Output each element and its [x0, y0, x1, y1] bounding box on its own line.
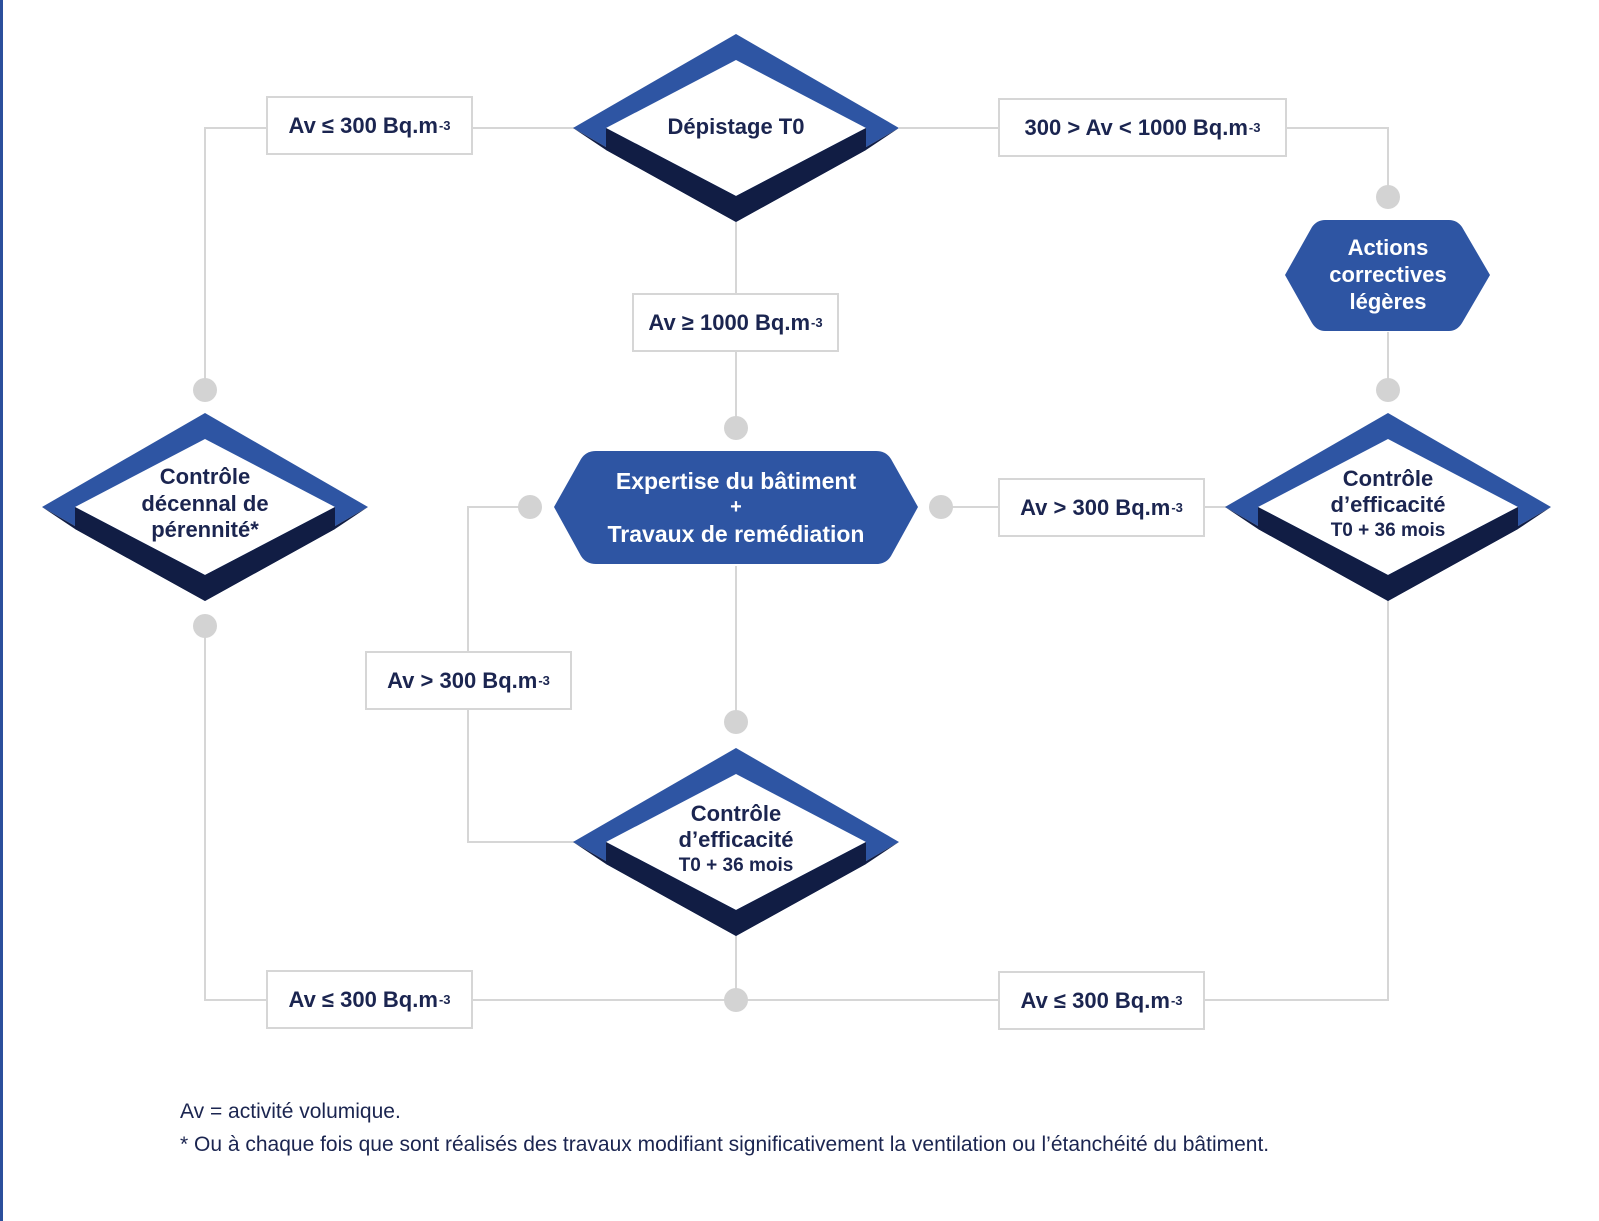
controle-right-line3: T0 + 36 mois [1330, 520, 1446, 542]
junction-dot [724, 710, 748, 734]
footnote-asterisk: * Ou à chaque fois que sont réalisés des… [180, 1133, 1270, 1156]
actions-line3: légères [1349, 288, 1427, 314]
condition-bottom-right: Av ≤ 300 Bq.m-3 [998, 971, 1205, 1030]
junction-dot [724, 416, 748, 440]
condition-mid-left: Av > 300 Bq.m-3 [365, 651, 572, 710]
condition-exponent: -3 [1248, 120, 1261, 135]
condition-exponent: -3 [1171, 500, 1183, 515]
condition-exponent: -3 [1170, 993, 1183, 1008]
condition-center-top: Av ≥ 1000 Bq.m-3 [632, 293, 839, 352]
controle-right-line2: d’efficacité [1330, 492, 1446, 518]
condition-top-left: Av ≤ 300 Bq.m-3 [266, 96, 473, 155]
expertise-line3: Travaux de remédiation [607, 520, 865, 547]
condition-bottom-left: Av ≤ 300 Bq.m-3 [266, 970, 473, 1029]
controle-center-line3: T0 + 36 mois [678, 855, 794, 877]
junction-dot [193, 614, 217, 638]
condition-exponent: -3 [538, 673, 550, 688]
condition-mid-right: Av > 300 Bq.m-3 [998, 478, 1205, 537]
controle-decennal-line2: décennal de [141, 490, 269, 516]
footnote-definition: Av = activité volumique. [180, 1100, 401, 1123]
depistage-label: Dépistage T0 [606, 98, 866, 156]
depistage-line1: Dépistage T0 [667, 113, 805, 139]
condition-exponent: -3 [811, 315, 823, 330]
diamond-controle-right [1225, 413, 1551, 601]
connector-decennal-to-bottom [204, 600, 1389, 1001]
condition-text: 300 > Av < 1000 Bq.m [1024, 114, 1248, 140]
controle-decennal-line1: Contrôle [159, 463, 251, 489]
expertise-label: Expertise du bâtiment + Travaux de reméd… [580, 455, 892, 560]
junction-dot [929, 495, 953, 519]
junction-dots [193, 185, 1400, 1012]
expertise-line2: + [730, 496, 742, 519]
junction-dot [1376, 378, 1400, 402]
hexagon-expertise [554, 451, 918, 564]
controle-right-label: Contrôle d’efficacité T0 + 36 mois [1288, 460, 1488, 548]
condition-text: Av ≥ 1000 Bq.m [648, 309, 811, 335]
controle-center-label: Contrôle d’efficacité T0 + 36 mois [636, 795, 836, 883]
junction-dot [724, 988, 748, 1012]
controle-decennal-line3: pérennité* [151, 517, 259, 543]
actions-line1: Actions [1347, 235, 1429, 261]
condition-text: Av > 300 Bq.m [387, 667, 538, 693]
junction-dot [1376, 185, 1400, 209]
expertise-line1: Expertise du bâtiment [615, 468, 857, 495]
actions-line2: correctives [1329, 262, 1447, 288]
connector-depistage-to-decennal [204, 127, 575, 390]
diamond-controle-decennal [42, 413, 368, 601]
left-edge-bar [0, 0, 3, 1221]
condition-text: Av > 300 Bq.m [1020, 494, 1171, 520]
diamond-depistage [573, 34, 899, 222]
controle-center-line1: Contrôle [690, 800, 782, 826]
condition-text: Av ≤ 300 Bq.m [1020, 987, 1170, 1013]
condition-text: Av ≤ 300 Bq.m [288, 112, 438, 138]
controle-center-line2: d’efficacité [678, 827, 794, 853]
controle-decennal-label: Contrôle décennal de pérennité* [105, 460, 305, 548]
actions-label: Actions correctives légères [1298, 224, 1478, 327]
footnotes: Av = activité volumique. * Ou à chaque f… [180, 1095, 1269, 1161]
condition-exponent: -3 [438, 118, 451, 133]
hexagon-actions [1285, 220, 1490, 331]
condition-exponent: -3 [438, 992, 451, 1007]
controle-right-line1: Contrôle [1342, 465, 1434, 491]
diamond-controle-center [573, 748, 899, 936]
condition-text: Av ≤ 300 Bq.m [288, 986, 438, 1012]
condition-top-right: 300 > Av < 1000 Bq.m-3 [998, 98, 1287, 157]
junction-dot [193, 378, 217, 402]
junction-dot [518, 495, 542, 519]
